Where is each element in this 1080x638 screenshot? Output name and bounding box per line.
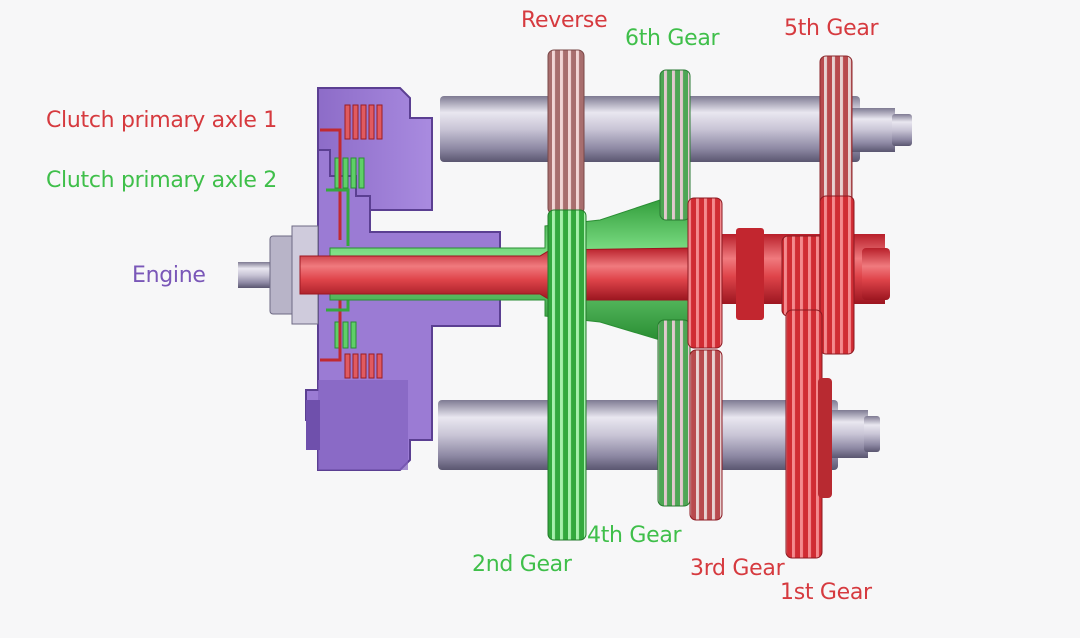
label-engine: Engine [132,263,206,288]
second-gear [547,209,587,541]
label-1st-gear: 1st Gear [780,580,872,605]
label-5th-gear: 5th Gear [784,16,879,41]
fourth-gear [657,319,691,507]
label-reverse: Reverse [521,8,608,33]
fifth-gear [819,55,853,217]
sixth-gear [659,69,691,221]
label-clutch-primary-axle-1: Clutch primary axle 1 [46,108,278,133]
lower-layshaft [438,400,880,470]
label-6th-gear: 6th Gear [625,26,720,51]
label-3rd-gear: 3rd Gear [690,556,785,581]
clutch-housing [305,87,501,471]
reverse-gear [547,49,585,215]
upper-layshaft [440,96,912,162]
label-4th-gear: 4th Gear [587,523,682,548]
first-gear [781,195,855,559]
third-gear [687,197,723,521]
label-2nd-gear: 2nd Gear [472,552,572,577]
label-clutch-primary-axle-2: Clutch primary axle 2 [46,168,278,193]
